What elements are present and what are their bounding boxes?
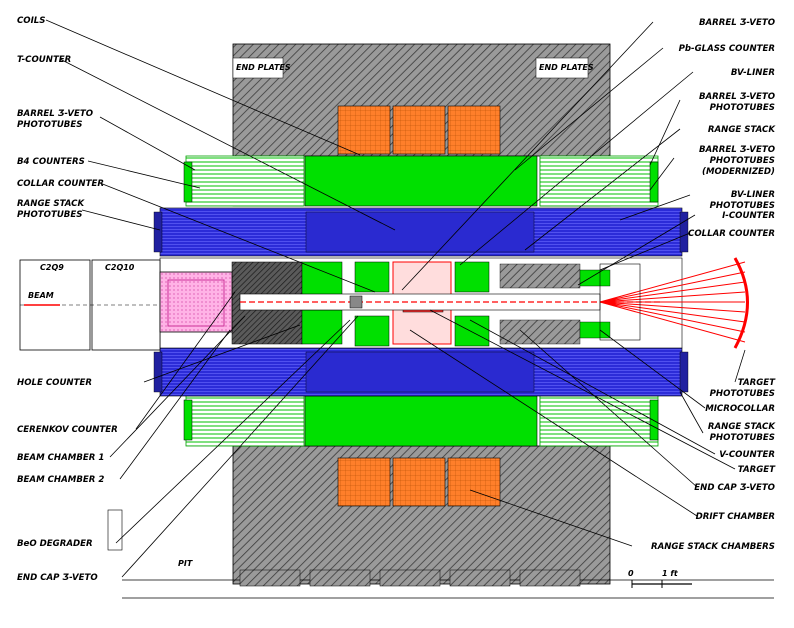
- label-target-phototubes-l1: TARGET: [738, 378, 776, 388]
- label-bv-liner-phototubes-l1: BV-LINER: [731, 190, 775, 200]
- label-range-stack-phototubes-right-l1: RANGE STACK: [708, 422, 776, 432]
- label-target: TARGET: [738, 465, 776, 475]
- label-i-counter: I-COUNTER: [722, 211, 775, 221]
- leader-lines: [45, 19, 746, 578]
- label-pb-glass-counter: Pb-GLASS COUNTER: [679, 44, 775, 54]
- label-cerenkov-counter: CERENKOV COUNTER: [17, 425, 118, 435]
- label-range-stack: RANGE STACK: [708, 125, 776, 135]
- label-target-phototubes-l2: PHOTOTUBES: [710, 389, 775, 399]
- label-range-stack-phototubes-l1: RANGE STACK: [17, 199, 85, 209]
- label-barrel-veto-phototubes-right-l2: PHOTOTUBES: [710, 103, 775, 113]
- floor: [107, 509, 774, 599]
- label-range-stack-phototubes-l2: PHOTOTUBES: [17, 210, 82, 220]
- barrel-veto-green: [183, 155, 659, 447]
- c2q9-label: C2Q9: [40, 263, 64, 272]
- label-b4-counters: B4 COUNTERS: [17, 157, 85, 167]
- left-labels: COILS T-COUNTER BARREL Ʒ-VETO PHOTOTUBES…: [17, 16, 118, 583]
- end-plates-left-label: END PLATES: [236, 63, 291, 72]
- label-barrel-veto-phototubes-l1: BARREL Ʒ-VETO: [17, 109, 93, 119]
- label-barrel-veto-modernized-l1: BARREL Ʒ-VETO: [699, 145, 775, 155]
- scale-zero: 0: [628, 569, 634, 578]
- label-bv-liner-phototubes-l2: PHOTOTUBES: [710, 201, 775, 211]
- target-phototube-fibres: [599, 257, 749, 349]
- label-beo-degrader: BeO DEGRADER: [17, 539, 93, 549]
- c2q10-label: C2Q10: [105, 263, 135, 272]
- label-beam-chamber-1: BEAM CHAMBER 1: [17, 453, 104, 463]
- upstream-beam-elements: [19, 259, 233, 351]
- label-barrel-veto-phototubes-right-l1: BARREL Ʒ-VETO: [699, 92, 775, 102]
- end-plates-right-label: END PLATES: [539, 63, 594, 72]
- label-collar-counter-left: COLLAR COUNTER: [17, 179, 104, 189]
- label-v-counter: V-COUNTER: [719, 450, 775, 460]
- label-barrel-veto-modernized-l3: (MODERNIZED): [702, 167, 775, 177]
- label-coils: COILS: [17, 16, 45, 26]
- beam-pipe: [239, 293, 660, 311]
- label-barrel-veto-modernized-l2: PHOTOTUBES: [710, 156, 775, 166]
- scale-bar: [631, 580, 692, 588]
- scale-one-ft: 1 ft: [662, 569, 679, 578]
- label-end-cap-veto-left: END CAP Ʒ-VETO: [17, 573, 98, 583]
- label-drift-chamber: DRIFT CHAMBER: [696, 512, 775, 522]
- right-labels: BARREL Ʒ-VETO Pb-GLASS COUNTER BV-LINER …: [651, 18, 776, 552]
- label-barrel-veto-phototubes-l2: PHOTOTUBES: [17, 120, 82, 130]
- label-end-cap-veto-right: END CAP Ʒ-VETO: [694, 483, 775, 493]
- label-hole-counter: HOLE COUNTER: [17, 378, 92, 388]
- label-bv-liner: BV-LINER: [731, 68, 775, 78]
- pit-label: PIT: [178, 559, 193, 568]
- label-collar-counter-right: COLLAR COUNTER: [688, 229, 775, 239]
- label-beam-chamber-2: BEAM CHAMBER 2: [17, 475, 104, 485]
- label-t-counter: T-COUNTER: [17, 55, 71, 65]
- coils: [337, 105, 501, 507]
- label-microcollar: MICROCOLLAR: [705, 404, 775, 414]
- label-barrel-veto: BARREL Ʒ-VETO: [699, 18, 775, 28]
- label-range-stack-chambers: RANGE STACK CHAMBERS: [651, 542, 775, 552]
- beam-label: BEAM: [28, 291, 54, 300]
- label-range-stack-phototubes-right-l2: PHOTOTUBES: [710, 433, 775, 443]
